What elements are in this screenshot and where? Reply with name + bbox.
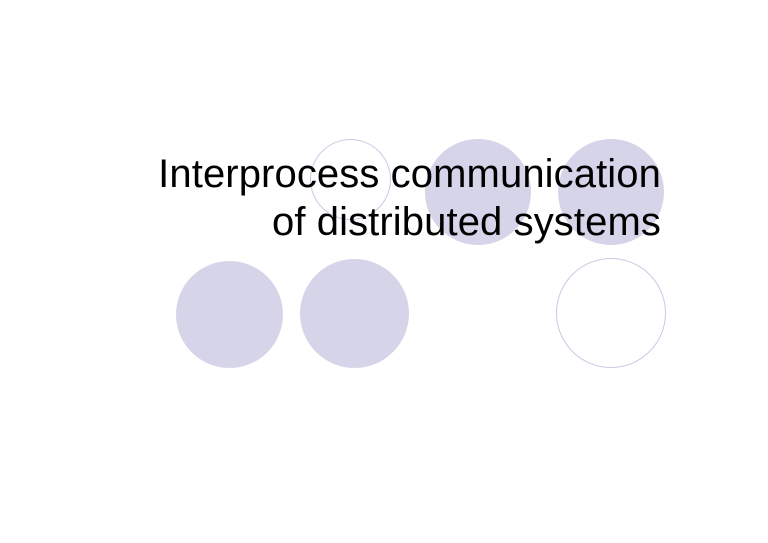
slide-title-line-1: Interprocess communication	[158, 152, 661, 196]
circle-bottom-1	[176, 261, 283, 368]
slide-title: Interprocess communication of distribute…	[60, 150, 661, 246]
circle-bottom-3	[556, 258, 666, 368]
circle-bottom-2	[300, 259, 409, 368]
slide-title-line-2: of distributed systems	[271, 200, 661, 244]
